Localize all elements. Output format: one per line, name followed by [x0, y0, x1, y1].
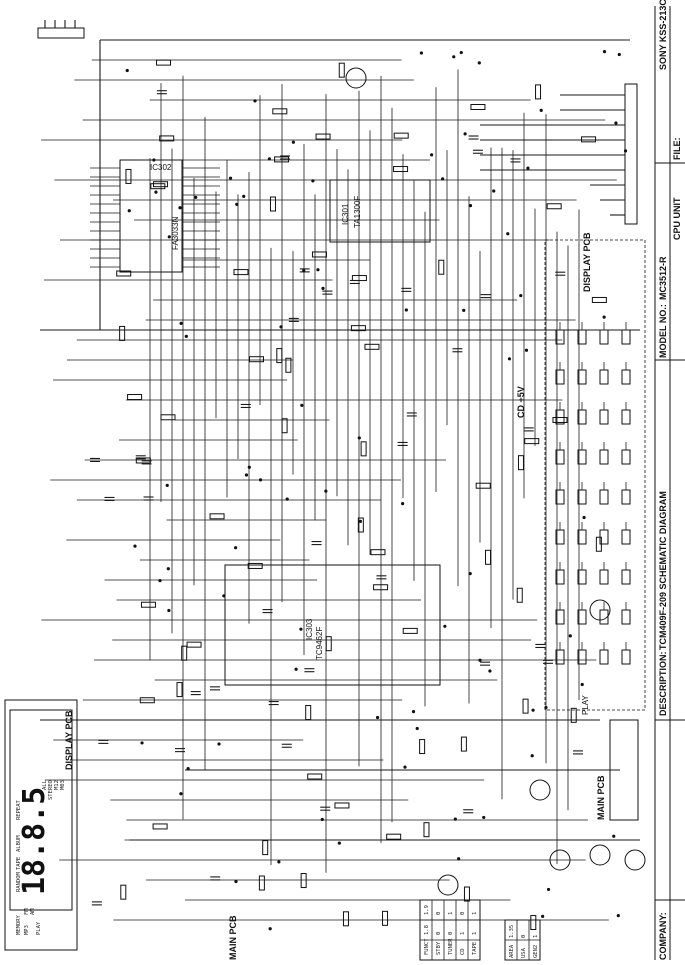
function-table-cell: 0 [436, 912, 442, 915]
function-table-cell: 1 [472, 912, 478, 915]
lcd-ind-play: PLAY [36, 921, 42, 935]
lcd-digits: 18.8.5 [17, 787, 52, 895]
function-table-cell: STBY [436, 941, 442, 955]
description-label: DESCRIPTION: [658, 651, 668, 716]
function-table-cell: CD [460, 948, 466, 955]
function-table-cell: 0 [460, 912, 466, 915]
ic303-part: TC9462F [315, 627, 324, 660]
title-block: FILE: CPU UNIT MODEL NO.: MODEL NO.: MC3… [654, 0, 685, 960]
lcd-ind-am: AM [30, 908, 36, 915]
model-label-visible: MODEL NO.: [658, 304, 668, 358]
play-label: PLAY [581, 694, 590, 715]
function-table-cell: 0 [436, 932, 442, 935]
pickup-connector [480, 83, 638, 225]
area-table-cell: 1 [533, 935, 539, 938]
function-table-cell: 0 [448, 932, 454, 935]
main-pcb-bottom-label: MAIN PCB [228, 915, 238, 960]
display-pcb-right-label: DISPLAY PCB [582, 232, 592, 292]
area-table-cell: GEN2 [533, 945, 539, 958]
lcd-ind-memory: MEMORY [16, 914, 22, 935]
function-table-cell: 1 [460, 932, 466, 935]
ic302-block: IC302 FA3033N [90, 159, 220, 273]
ic302-part: FA3033N [171, 216, 180, 250]
transistors [345, 67, 646, 896]
file-value: CPU UNIT [672, 197, 682, 240]
lcd-ind-album: ALBUM [16, 835, 22, 852]
function-table-cell: FUNCT [424, 938, 430, 955]
function-table-cell: 1 [448, 912, 454, 915]
area-table-cell: USA [521, 947, 527, 958]
lcd-ind-repeat: REPEAT [16, 799, 22, 820]
area-table-cell: AREA [509, 944, 515, 958]
cd-supply-label: CD +5V [516, 386, 526, 418]
display-pcb-keypad: DISPLAY PCB PLAY [544, 232, 646, 715]
ic301-block: IC301 TA1300F [329, 179, 431, 243]
lcd-ind-fm: FM [24, 908, 30, 915]
lcd-ind-m12: M12 [54, 780, 60, 790]
lcd-ind-stereo: STEREO [48, 780, 54, 800]
file-label: FILE: [672, 138, 682, 161]
function-table-cell: 1 [472, 932, 478, 935]
model-value: MC3512-R [658, 256, 668, 300]
lcd-ind-random: RANDOM [16, 871, 22, 892]
lcd-ind-tape: TAPE [16, 857, 22, 870]
ic301-part: TA1300F [353, 196, 362, 228]
pickup-name: SONY KSS-213CN [658, 0, 668, 70]
lcd-ind-all: ALL [42, 779, 48, 790]
company-label: COMPANY: [658, 912, 668, 960]
main-pcb-right-label: MAIN PCB [596, 775, 606, 820]
function-table-cell: 1.8 [424, 925, 430, 935]
top-left-connector [37, 20, 85, 39]
function-table-cell: TAPE [472, 942, 478, 955]
function-table-cell: 1.9 [424, 905, 430, 915]
ic303-ref: IC303 [305, 618, 314, 640]
description-value: TCM409F-209 SCHEMATIC DIAGRAM [658, 491, 668, 650]
bottom-labels: MAIN PCB CD +5V [228, 386, 526, 960]
area-table-cell: 0 [521, 935, 527, 938]
lcd-ind-mp3: MP3 [24, 925, 30, 935]
lcd-ind-m03: M03 [60, 780, 66, 790]
area-table-cell: 1.35 [509, 925, 515, 938]
ic303-block: IC303 TC9462F [224, 564, 441, 686]
wiring [40, 39, 640, 931]
ic301-ref: IC301 [341, 203, 350, 225]
function-table-cell: TUNER [448, 938, 454, 955]
lcd-display: DISPLAY PCB ALL STEREO M12 M03 REPEAT AL… [4, 699, 78, 951]
